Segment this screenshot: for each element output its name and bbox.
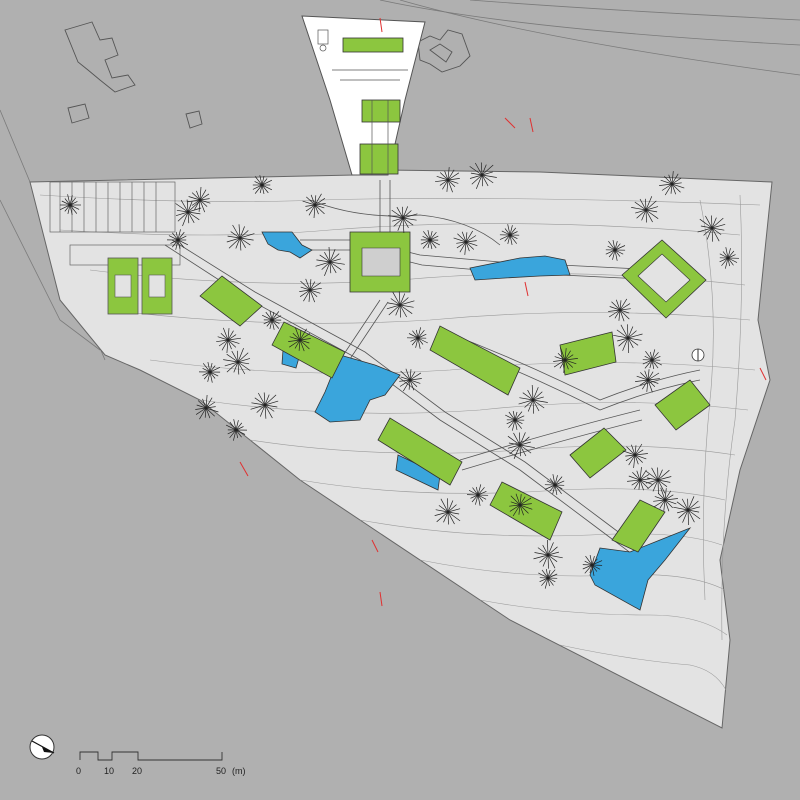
central-club-court <box>361 247 401 277</box>
tree-icon <box>252 175 273 194</box>
tree-icon <box>544 474 565 495</box>
tree-icon <box>388 206 418 234</box>
site-compass-icon <box>691 348 705 362</box>
north-arrow-icon <box>29 734 55 760</box>
square-pavilion-inner <box>637 253 691 303</box>
tree-icon <box>653 487 678 512</box>
scale-unit: (m) <box>232 766 246 776</box>
tree-icon <box>622 443 648 468</box>
tree-icon <box>225 419 248 441</box>
tree-icon <box>216 327 241 354</box>
tree-icon <box>315 246 345 277</box>
tree-icon <box>627 467 653 491</box>
tree-icon <box>420 230 440 250</box>
scale-tick-50: 50 <box>216 766 226 776</box>
tree-icon <box>406 327 428 349</box>
trees <box>59 162 740 589</box>
tree-icon <box>288 327 311 352</box>
tree-icon <box>399 368 422 392</box>
red-markers <box>239 17 767 607</box>
tree-icon <box>673 496 701 526</box>
tree-icon <box>435 167 460 193</box>
tree-icon <box>538 568 558 589</box>
tree-icon <box>453 230 478 255</box>
tree-icon <box>659 171 685 196</box>
tennis-courts <box>107 257 173 315</box>
tree-icon <box>553 347 578 373</box>
tree-icon <box>223 347 251 375</box>
tree-icon <box>261 310 282 330</box>
scale-tick-20: 20 <box>132 766 142 776</box>
tree-icon <box>605 240 626 261</box>
tree-icon <box>386 291 415 318</box>
tree-icon <box>466 484 489 506</box>
tree-icon <box>299 278 322 303</box>
tree-icon <box>434 498 461 525</box>
tree-icon <box>505 410 525 431</box>
tree-icon <box>507 432 535 459</box>
tree-icon <box>59 194 81 215</box>
tree-icon <box>175 199 202 227</box>
tree-icon <box>533 539 563 569</box>
tree-icon <box>166 229 189 250</box>
tree-icon <box>187 186 211 213</box>
tree-icon <box>582 555 603 576</box>
tree-icon <box>608 298 631 322</box>
tree-icon <box>719 247 740 269</box>
tree-icon <box>250 392 279 419</box>
tree-icon <box>195 394 219 420</box>
scale-tick-0: 0 <box>76 766 81 776</box>
tree-icon <box>302 193 326 219</box>
tree-icon <box>226 224 255 251</box>
parking-lot <box>49 181 181 266</box>
scale-bar: 0 10 20 50 (m) <box>76 751 246 776</box>
tree-icon <box>613 324 643 354</box>
tree-icon <box>469 162 497 190</box>
scale-tick-10: 10 <box>104 766 114 776</box>
tree-icon <box>198 362 221 383</box>
tree-icon <box>697 215 726 242</box>
tree-icon <box>635 369 660 393</box>
tree-icon <box>642 349 662 370</box>
neighbour-buildings <box>64 21 471 129</box>
tree-icon <box>631 196 659 223</box>
tree-icon <box>499 224 520 245</box>
tree-icon <box>509 493 533 517</box>
entrance-details <box>317 29 408 175</box>
tree-icon <box>645 467 672 494</box>
tree-icon <box>518 384 548 414</box>
